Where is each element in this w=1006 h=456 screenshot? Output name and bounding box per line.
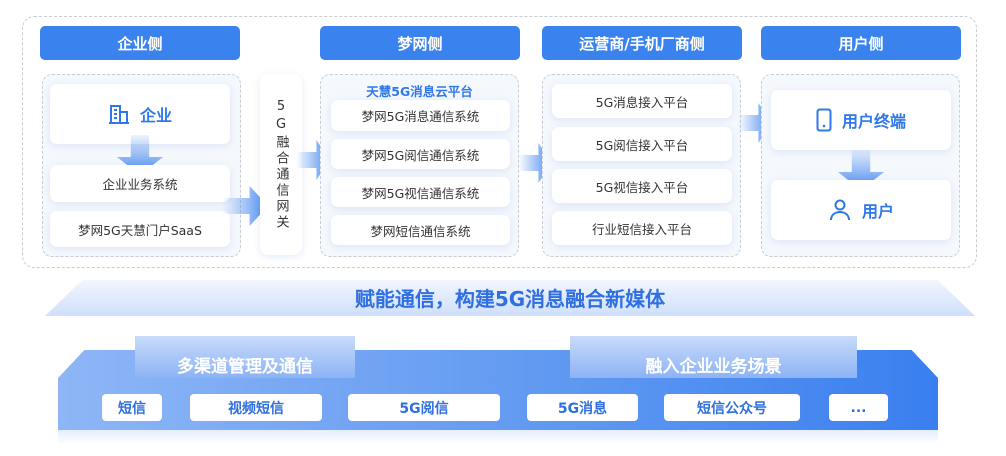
mengwang-item: 梦网5G消息通信系统	[331, 100, 510, 131]
diagram-frame	[22, 16, 977, 268]
enterprise-system: 企业业务系统	[50, 165, 230, 202]
enterprise-card: 企业	[50, 84, 230, 144]
chip-more: ...	[829, 394, 888, 421]
header-operator: 运营商/手机厂商侧	[542, 26, 742, 60]
building-icon	[108, 105, 129, 124]
mengwang-item: 梦网5G阅信通信系统	[331, 139, 510, 169]
left-block	[135, 336, 355, 378]
header-mengwang: 梦网侧	[320, 26, 520, 60]
user-label: 用户	[861, 202, 894, 221]
mengwang-item: 梦网短信通信系统	[331, 215, 510, 245]
chip-5g-message: 5G消息	[527, 394, 638, 421]
chip-5g-reading: 5G阅信	[348, 394, 500, 421]
right-block-label: 融入企业业务场景	[645, 357, 782, 377]
terminal-label: 用户终端	[841, 112, 906, 131]
enterprise-label: 企业	[139, 106, 172, 125]
user-card: 用户	[771, 180, 951, 240]
operator-item: 5G消息接入平台	[552, 84, 732, 118]
right-block	[570, 336, 857, 378]
left-block-label: 多渠道管理及通信	[177, 357, 313, 377]
mengwang-item: 梦网5G视信通信系统	[331, 177, 510, 207]
gateway: 5G融合通信网关	[260, 74, 302, 255]
slogan-plate	[45, 280, 975, 316]
chip-sms: 短信	[102, 394, 162, 421]
base-shadow	[58, 430, 938, 444]
operator-item: 行业短信接入平台	[552, 211, 732, 245]
header-enterprise: 企业侧	[40, 26, 240, 60]
header-user: 用户侧	[761, 26, 961, 60]
phone-icon	[816, 108, 832, 132]
user-icon	[829, 199, 850, 221]
slogan: 赋能通信，构建5G消息融合新媒体	[354, 287, 666, 311]
operator-item: 5G视信接入平台	[552, 169, 732, 203]
terminal-card: 用户终端	[771, 90, 951, 150]
enterprise-saas: 梦网5G天慧门户SaaS	[50, 211, 230, 247]
operator-item: 5G阅信接入平台	[552, 127, 732, 161]
mengwang-title: 天慧5G消息云平台	[366, 84, 473, 99]
chip-sms-official: 短信公众号	[664, 394, 800, 421]
chip-video-sms: 视频短信	[190, 394, 322, 421]
